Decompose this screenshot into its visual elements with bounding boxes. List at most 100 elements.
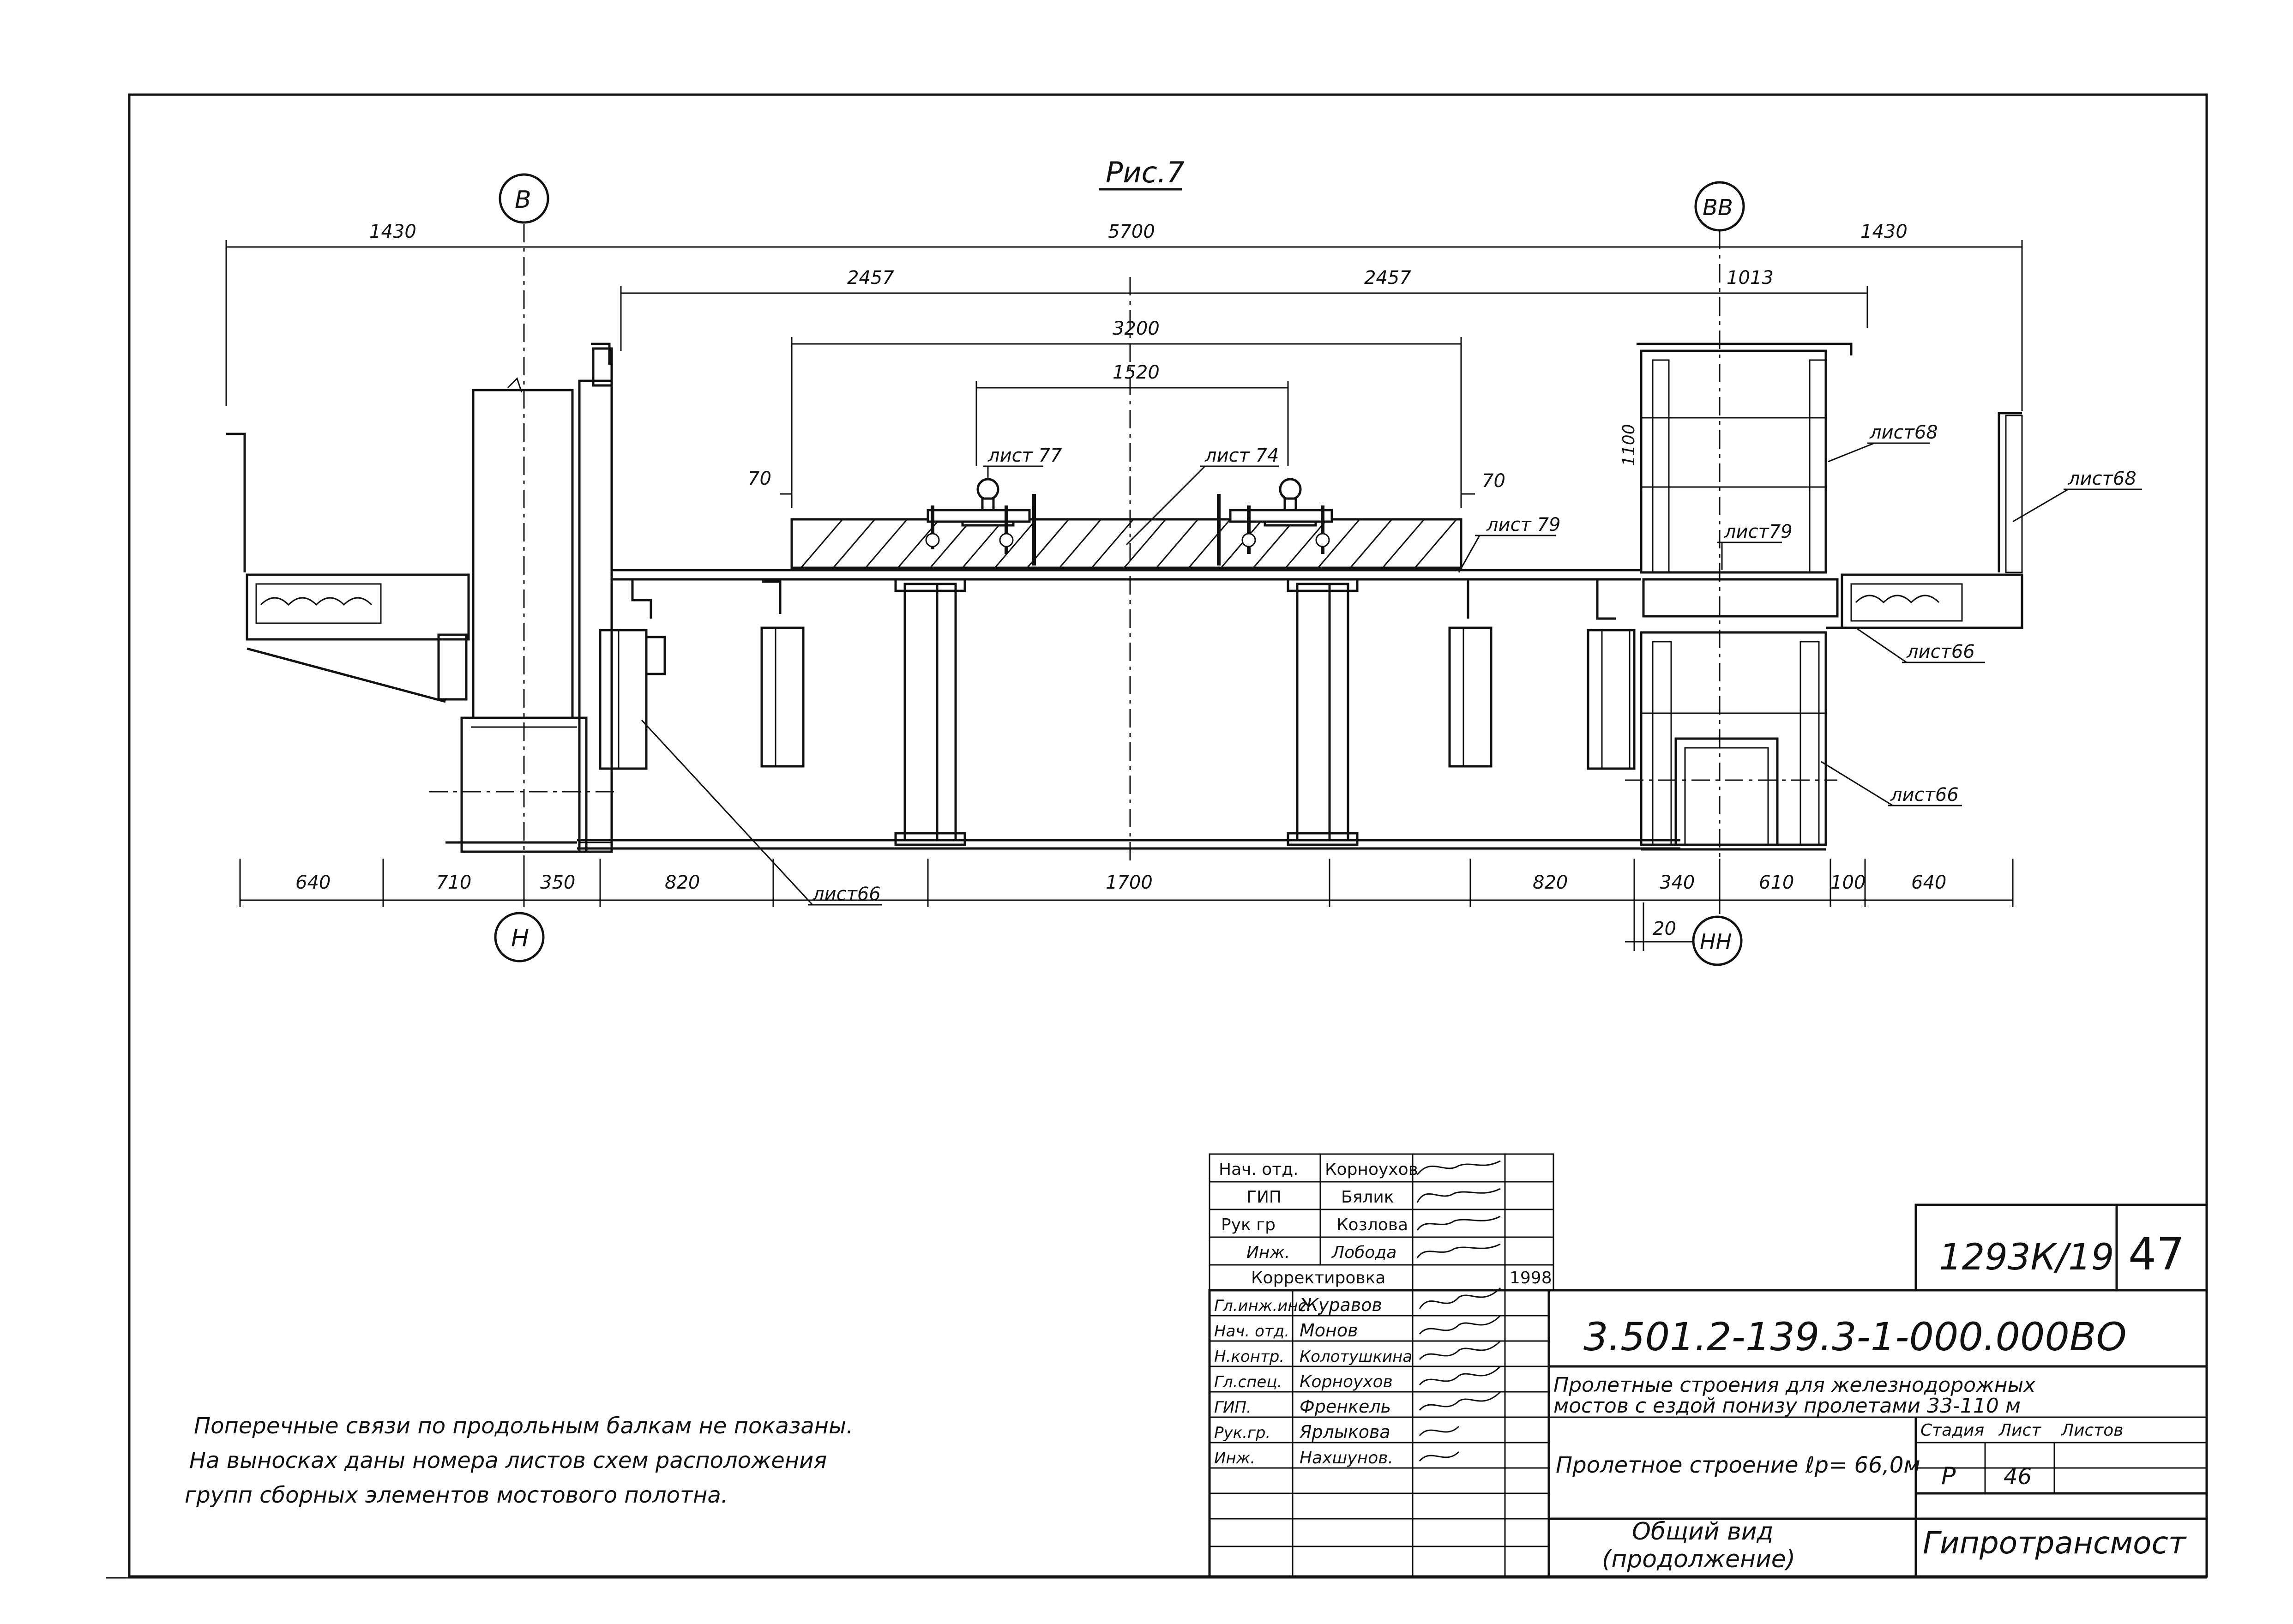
callout-sheet-68-a: лист68 bbox=[1869, 422, 1938, 443]
rev-role-2: Рук гр bbox=[1221, 1215, 1276, 1234]
dim-1520: 1520 bbox=[1113, 362, 1160, 383]
axis-marker-top-left: В bbox=[499, 173, 549, 224]
callout-sheet-66-a: лист66 bbox=[1906, 641, 1975, 662]
signer-role-3: Гл.спец. bbox=[1214, 1373, 1282, 1391]
dim-1430-left: 1430 bbox=[369, 221, 416, 242]
note-line-3: групп сборных элементов мостового полотн… bbox=[185, 1482, 728, 1508]
dim-340: 340 bbox=[1660, 872, 1695, 893]
stage-value: Р bbox=[1941, 1462, 1956, 1490]
rev-year: 1998 bbox=[1510, 1269, 1552, 1287]
project-title-line-1: Пролетные строения для железнодорожных bbox=[1553, 1373, 2036, 1397]
central-deck bbox=[612, 478, 1641, 581]
dim-710: 710 bbox=[436, 872, 471, 893]
dim-100: 100 bbox=[1830, 872, 1866, 893]
callout-texts: лист 77 лист 74 лист 79 лист79 лист68 ли… bbox=[812, 422, 2137, 905]
dim-1013: 1013 bbox=[1727, 267, 1774, 289]
sheets-header: Листов bbox=[2060, 1421, 2123, 1440]
figure-title: Рис.7 bbox=[1106, 156, 1185, 189]
callout-sheet-77: лист 77 bbox=[987, 445, 1062, 466]
general-notes: Поперечные связи по продольным балкам не… bbox=[185, 1413, 853, 1508]
signer-name-5: Ярлыкова bbox=[1299, 1422, 1390, 1442]
dim-820-left: 820 bbox=[665, 872, 700, 893]
dim-1430-right: 1430 bbox=[1860, 221, 1908, 242]
sheet-value: 46 bbox=[2004, 1464, 2032, 1490]
svg-text:В: В bbox=[515, 186, 531, 214]
svg-text:Н: Н bbox=[511, 925, 529, 952]
organization-name: Гипротрансмост bbox=[1923, 1525, 2187, 1561]
sheet-frame bbox=[106, 93, 2208, 1579]
signer-role-2: Н.контр. bbox=[1214, 1347, 1284, 1366]
callout-leaders bbox=[641, 442, 2142, 906]
dim-20: 20 bbox=[1653, 918, 1676, 939]
revision-block: Нач. отд. Корноухов ГИП Бялик Рук гр Коз… bbox=[1209, 1153, 1554, 1291]
project-title-line-2: мостов с ездой понизу пролетами 33-110 м bbox=[1553, 1394, 2021, 1418]
callout-sheet-79-a: лист 79 bbox=[1486, 514, 1560, 535]
rev-role-1: ГИП bbox=[1246, 1188, 1282, 1207]
sheet-header: Лист bbox=[1998, 1421, 2041, 1440]
callout-sheet-68-b: лист68 bbox=[2068, 468, 2137, 489]
svg-text:ВВ: ВВ bbox=[1703, 195, 1733, 221]
rev-name-3: Лобода bbox=[1331, 1243, 1396, 1262]
rail-left bbox=[925, 478, 1036, 565]
drawing-designation: 3.501.2-139.3-1-000.000ВО bbox=[1583, 1314, 2127, 1359]
dim-1100: 1100 bbox=[1619, 424, 1638, 466]
dim-640-left: 640 bbox=[295, 872, 331, 893]
axis-marker-bottom-left: Н bbox=[494, 912, 545, 962]
signer-name-2: Колотушкина bbox=[1300, 1347, 1412, 1366]
stage-header: Стадия bbox=[1920, 1421, 1984, 1440]
signer-name-0: Журавов bbox=[1299, 1295, 1382, 1315]
rev-role-3: Инж. bbox=[1246, 1243, 1290, 1262]
svg-text:НН: НН bbox=[1700, 929, 1732, 954]
signer-role-4: ГИП. bbox=[1214, 1398, 1252, 1417]
signer-name-6: Нахшунов. bbox=[1300, 1449, 1393, 1468]
callout-sheet-66-c: лист66 bbox=[812, 884, 881, 905]
left-console bbox=[226, 433, 470, 703]
signer-role-0: Гл.инж.инс. bbox=[1214, 1297, 1312, 1315]
rev-name-2: Козлова bbox=[1336, 1215, 1408, 1234]
signer-role-5: Рук.гр. bbox=[1214, 1424, 1270, 1442]
axis-marker-top-right: ВВ bbox=[1694, 181, 1745, 232]
dim-70-left: 70 bbox=[748, 468, 771, 489]
rev-correction: Корректировка bbox=[1251, 1269, 1385, 1287]
dim-1700: 1700 bbox=[1106, 872, 1153, 893]
dim-610: 610 bbox=[1759, 872, 1794, 893]
stringers bbox=[894, 578, 1359, 846]
drawing-name-line-1: Общий вид bbox=[1632, 1518, 1774, 1546]
dim-350: 350 bbox=[540, 872, 575, 893]
title-block: 1293К/19 47 3.501.2-139.3-1-000.000ВО Пр… bbox=[1208, 1203, 2208, 1578]
callout-sheet-74: лист 74 bbox=[1204, 445, 1279, 466]
callout-sheet-79-b: лист79 bbox=[1724, 521, 1793, 542]
dim-70-right: 70 bbox=[1482, 470, 1505, 492]
signer-name-1: Монов bbox=[1300, 1320, 1358, 1341]
signer-name-4: Френкель bbox=[1300, 1396, 1391, 1417]
dim-2457-right: 2457 bbox=[1364, 267, 1411, 289]
dimension-texts: 1430 5700 1430 2457 2457 1013 3200 1520 … bbox=[295, 221, 1946, 939]
dim-2457-left: 2457 bbox=[847, 267, 894, 289]
dim-820-right: 820 bbox=[1533, 872, 1568, 893]
rev-role-0: Нач. отд. bbox=[1219, 1160, 1299, 1179]
note-line-2: На выносках даны номера листов схем расп… bbox=[189, 1448, 827, 1474]
right-console bbox=[1826, 412, 2023, 629]
dim-5700: 5700 bbox=[1108, 221, 1155, 242]
rev-name-0: Корноухов bbox=[1325, 1160, 1418, 1179]
callout-sheet-66-b: лист66 bbox=[1890, 784, 1959, 806]
rail-right bbox=[1217, 478, 1333, 565]
bottom-chord bbox=[445, 839, 1680, 850]
axis-marker-bottom-right: НН bbox=[1692, 915, 1743, 966]
signer-role-1: Нач. отд. bbox=[1214, 1322, 1289, 1341]
rev-name-1: Бялик bbox=[1341, 1188, 1394, 1207]
dim-3200: 3200 bbox=[1113, 318, 1160, 339]
dimension-lines bbox=[225, 240, 2023, 951]
archive-number: 1293К/19 bbox=[1939, 1237, 2114, 1278]
dim-640-right: 640 bbox=[1911, 872, 1946, 893]
signer-role-6: Инж. bbox=[1214, 1449, 1255, 1468]
right-main-girder bbox=[1637, 343, 1853, 851]
drawing-name-line-2: (продолжение) bbox=[1602, 1546, 1795, 1573]
left-main-girder bbox=[460, 343, 613, 853]
note-line-1: Поперечные связи по продольным балкам не… bbox=[194, 1413, 853, 1439]
floor-beam-brackets bbox=[599, 579, 1636, 770]
page-number: 47 bbox=[2128, 1228, 2185, 1280]
part-title: Пролетное строение ℓр= 66,0м bbox=[1556, 1452, 1920, 1478]
signer-name-3: Корноухов bbox=[1300, 1372, 1393, 1391]
